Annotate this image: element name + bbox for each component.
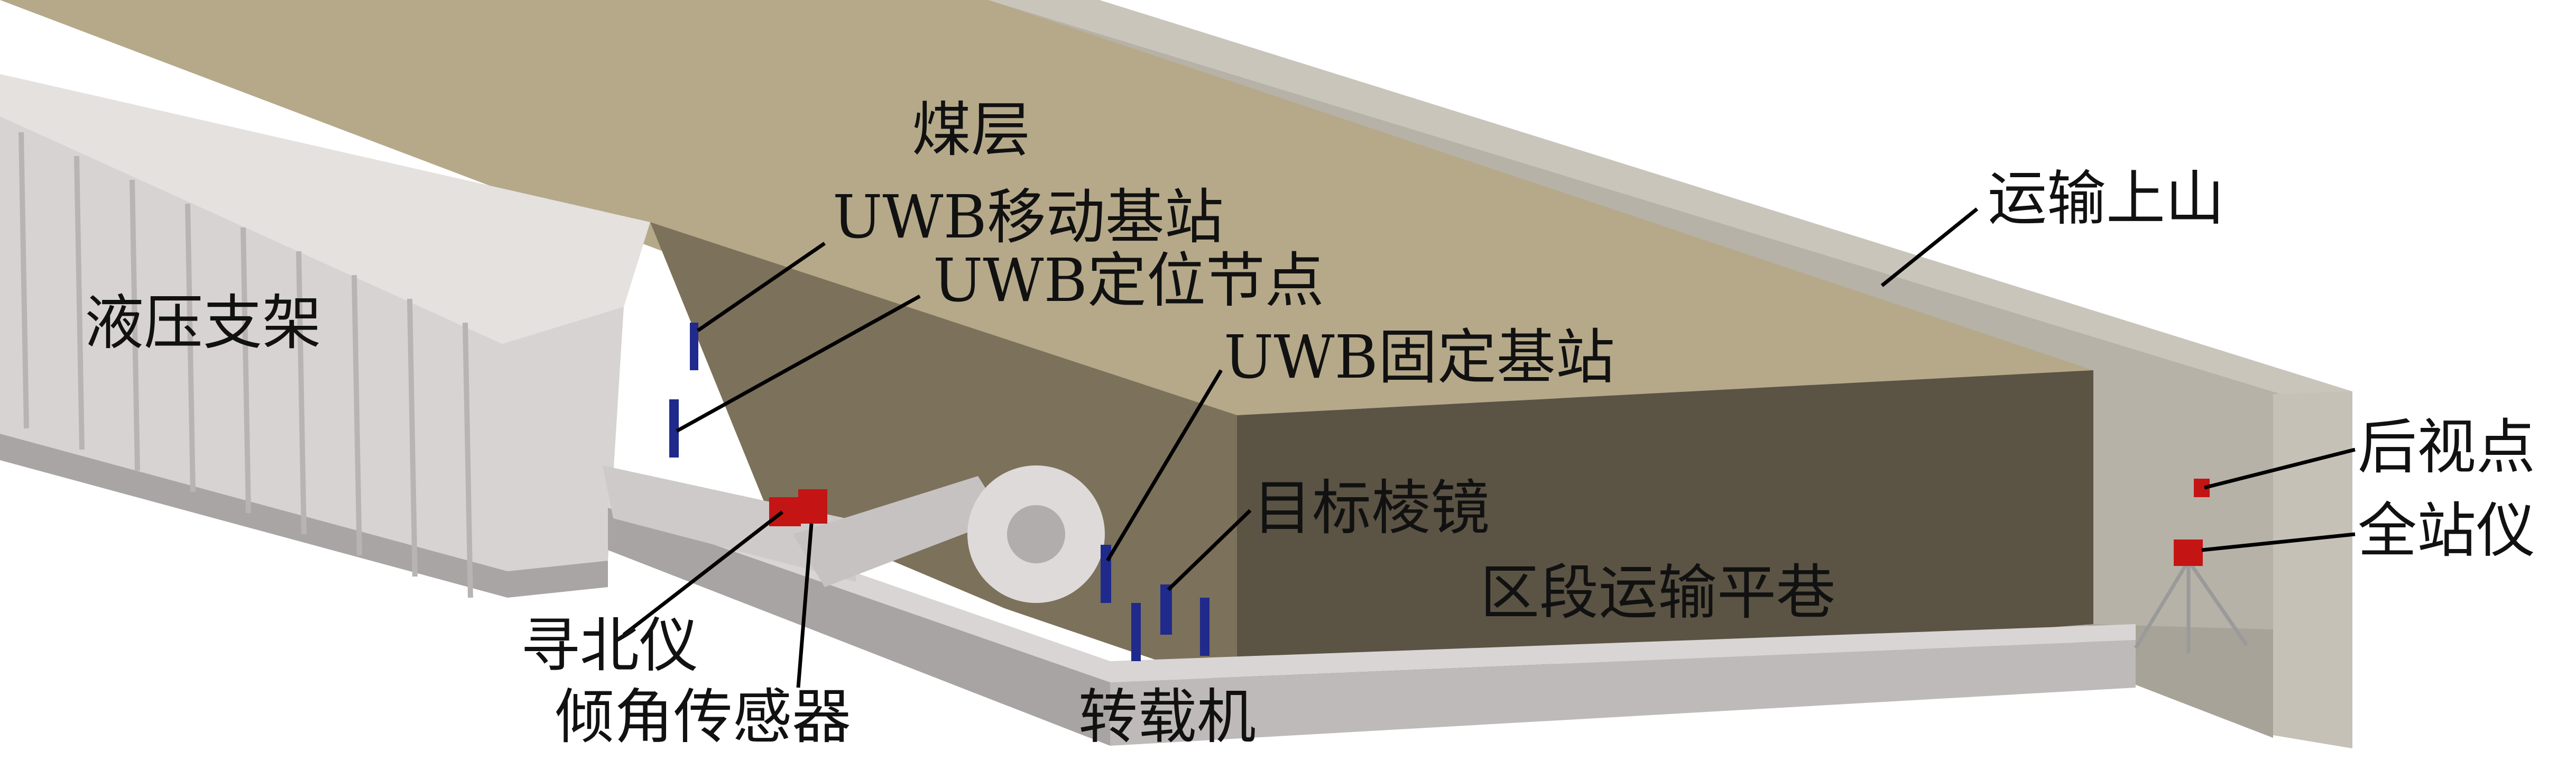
label-north-seeker: 寻北仪 (521, 616, 698, 675)
label-section-haulage-roadway: 区段运输平巷 (1480, 563, 1835, 623)
total-station-device (2174, 539, 2203, 566)
uwb-mobile-station-device (690, 323, 698, 370)
label-transfer-machine: 转载机 (1078, 688, 1256, 747)
label-coal-seam: 煤层 (912, 100, 1030, 160)
label-haulage-uphill: 运输上山 (1988, 169, 2224, 228)
uwb-extra-node-2 (1200, 598, 1209, 656)
target-prism-device (1160, 584, 1172, 635)
label-uwb-positioning-node: UWB定位节点 (933, 251, 1324, 310)
tilt-sensor-device (798, 489, 827, 524)
wall-end-face (2273, 391, 2352, 748)
label-backsight-point: 后视点 (2358, 418, 2535, 477)
label-total-station: 全站仪 (2358, 501, 2535, 561)
label-tilt-sensor: 倾角传感器 (555, 688, 851, 747)
uwb-extra-node-1 (1131, 603, 1141, 661)
north-seeker-device (769, 497, 801, 526)
label-uwb-fixed-station: UWB固定基站 (1224, 328, 1615, 387)
label-uwb-mobile-station: UWB移动基站 (833, 188, 1224, 247)
label-hydraulic-support: 液压支架 (85, 294, 321, 353)
uwb-positioning-node-device (669, 399, 679, 458)
shearer-drum-hub (1007, 505, 1065, 563)
label-target-prism: 目标棱镜 (1253, 479, 1490, 538)
